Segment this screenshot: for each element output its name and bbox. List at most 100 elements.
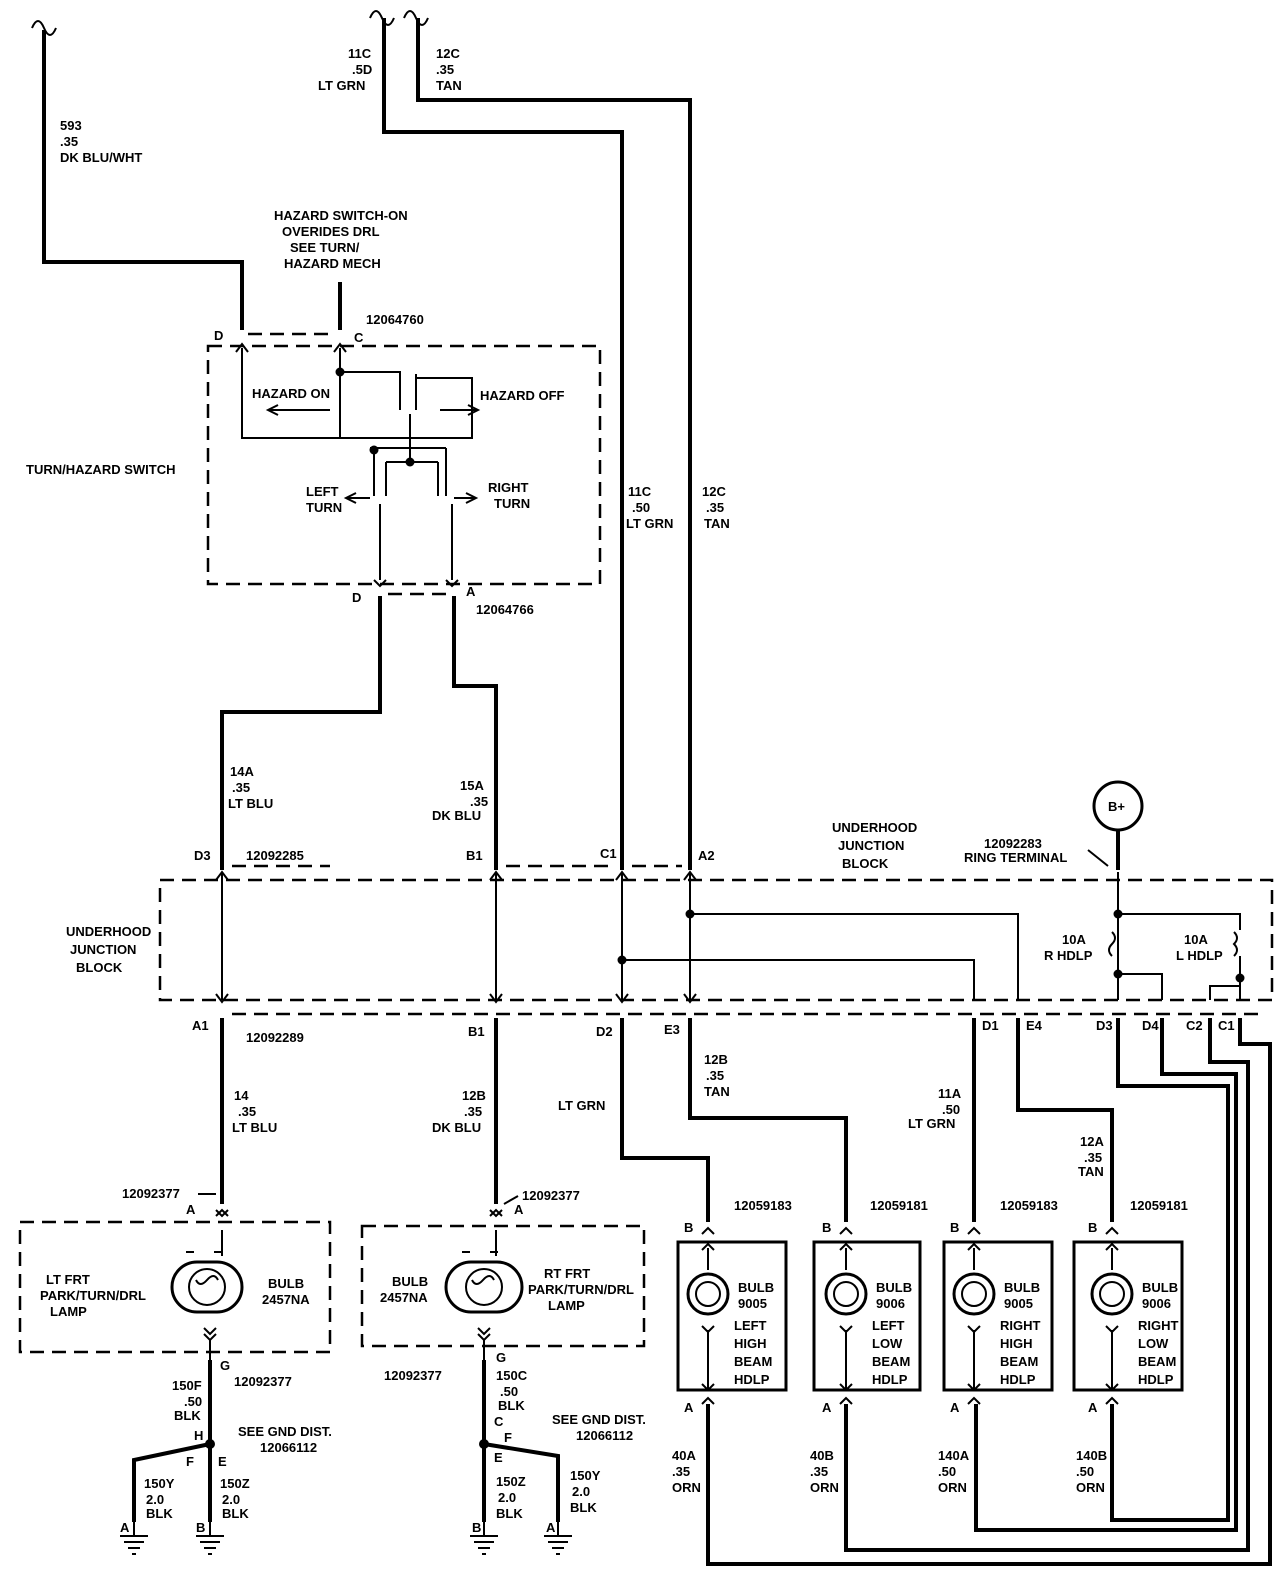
- headlamp-terminal-b: [1105, 1226, 1119, 1270]
- wire-12c-mid-label: 12C .35 TAN: [702, 484, 730, 531]
- svg-text:OVERIDES DRL: OVERIDES DRL: [282, 224, 380, 239]
- headlamp-1: 12059183BABULB9005LEFTHIGHBEAMHDLP40A.35…: [672, 1198, 792, 1495]
- headlamp-terminal-b: [701, 1226, 715, 1270]
- svg-text:RIGHT: RIGHT: [488, 480, 529, 495]
- svg-text:.35: .35: [470, 794, 488, 809]
- svg-text:DK BLU: DK BLU: [432, 808, 481, 823]
- rt-frt-lamp-box: [360, 1224, 646, 1348]
- svg-text:12092377: 12092377: [234, 1374, 292, 1389]
- headlamp-filament-icon: [961, 1281, 987, 1307]
- wire-12b-tan: [688, 1018, 848, 1222]
- junction-title-top: UNDERHOOD JUNCTION BLOCK: [832, 820, 917, 871]
- headlamp-wire-label: .50: [1076, 1464, 1094, 1479]
- wire-12b-dk-label: 12B .35 DK BLU: [432, 1088, 486, 1135]
- svg-text:BULB: BULB: [268, 1276, 304, 1291]
- svg-text:.35: .35: [60, 134, 78, 149]
- svg-text:E4: E4: [1026, 1018, 1043, 1033]
- svg-text:DK BLU: DK BLU: [432, 1120, 481, 1135]
- svg-text:12092377: 12092377: [384, 1368, 442, 1383]
- rt-ground-wires: [482, 1360, 560, 1522]
- svg-text:D4: D4: [1142, 1018, 1159, 1033]
- svg-text:G: G: [220, 1358, 230, 1373]
- wire-593-label: 593 .35 DK BLU/WHT: [60, 118, 142, 165]
- wire-14-label: 14 .35 LT BLU: [232, 1088, 277, 1135]
- headlamps-group: 12059183BABULB9005LEFTHIGHBEAMHDLP40A.35…: [672, 1198, 1188, 1495]
- svg-text:PARK/TURN/DRL: PARK/TURN/DRL: [528, 1282, 634, 1297]
- wire-14a-label: 14A .35 LT BLU: [228, 764, 273, 811]
- svg-text:C: C: [354, 330, 364, 345]
- svg-text:15A: 15A: [460, 778, 484, 793]
- wire-12b-tan-label: 12B .35 TAN: [704, 1052, 730, 1099]
- svg-text:TAN: TAN: [704, 516, 730, 531]
- svg-text:.35: .35: [464, 1104, 482, 1119]
- headlamp-pin-b: B: [822, 1220, 831, 1235]
- wire-11c: [382, 18, 624, 870]
- headlamp-name: LEFT: [872, 1318, 905, 1333]
- headlamp-bulb-label: 9006: [1142, 1296, 1171, 1311]
- svg-text:2.0: 2.0: [222, 1492, 240, 1507]
- svg-text:E: E: [218, 1454, 227, 1469]
- headlamp-3: 12059183BABULB9005RIGHTHIGHBEAMHDLP140A.…: [938, 1198, 1058, 1495]
- svg-text:C: C: [494, 1414, 504, 1429]
- svg-text:SEE GND DIST.: SEE GND DIST.: [552, 1412, 646, 1427]
- headlamp-name: LOW: [872, 1336, 903, 1351]
- svg-text:.35: .35: [436, 62, 454, 77]
- svg-text:LT BLU: LT BLU: [228, 796, 273, 811]
- svg-text:HAZARD MECH: HAZARD MECH: [284, 256, 381, 271]
- headlamp-name: BEAM: [1000, 1354, 1038, 1369]
- headlamp-bulb-label: BULB: [876, 1280, 912, 1295]
- svg-text:F: F: [504, 1430, 512, 1445]
- rt-lamp-bulb-icon: [444, 1208, 524, 1360]
- svg-text:SEE TURN/: SEE TURN/: [290, 240, 360, 255]
- svg-text:11C: 11C: [348, 46, 372, 61]
- svg-text:LT GRN: LT GRN: [626, 516, 673, 531]
- headlamp-wire-label: ORN: [1076, 1480, 1105, 1495]
- headlamp-connector-label: 12059183: [734, 1198, 792, 1213]
- svg-text:TAN: TAN: [704, 1084, 730, 1099]
- svg-text:A: A: [466, 584, 476, 599]
- svg-text:A2: A2: [698, 848, 715, 863]
- svg-text:BLOCK: BLOCK: [842, 856, 889, 871]
- svg-text:A: A: [514, 1202, 524, 1217]
- rt-lamp-name: RT FRT PARK/TURN/DRL LAMP: [528, 1266, 634, 1313]
- ring-terminal-label: 12092283 RING TERMINAL: [964, 836, 1109, 867]
- svg-text:.50: .50: [500, 1384, 518, 1399]
- headlamp-filament-icon: [833, 1281, 859, 1307]
- headlamp-bulb-label: BULB: [1004, 1280, 1040, 1295]
- headlamp-box: [1072, 1240, 1184, 1392]
- svg-text:BLK: BLK: [570, 1500, 597, 1515]
- wire-12c: [416, 18, 692, 870]
- headlamp-wire-label: 40A: [672, 1448, 696, 1463]
- svg-text:12092283: 12092283: [984, 836, 1042, 851]
- headlamp-name: RIGHT: [1138, 1318, 1179, 1333]
- lt-lamp-name: LT FRT PARK/TURN/DRL LAMP: [40, 1272, 146, 1319]
- hazard-off-label: HAZARD OFF: [480, 388, 565, 403]
- svg-text:150Y: 150Y: [144, 1476, 175, 1491]
- svg-text:DK BLU/WHT: DK BLU/WHT: [60, 150, 142, 165]
- svg-text:C2: C2: [1186, 1018, 1203, 1033]
- svg-text:R HDLP: R HDLP: [1044, 948, 1093, 963]
- switch-internal: [241, 348, 481, 588]
- svg-text:A: A: [546, 1520, 556, 1535]
- hazard-on-label: HAZARD ON: [252, 386, 330, 401]
- svg-text:150Z: 150Z: [496, 1474, 526, 1489]
- headlamp-name: BEAM: [1138, 1354, 1176, 1369]
- headlamp-name: HDLP: [1138, 1372, 1174, 1387]
- svg-text:10A: 10A: [1184, 932, 1208, 947]
- svg-text:RING TERMINAL: RING TERMINAL: [964, 850, 1067, 865]
- headlamp-pin-b: B: [950, 1220, 959, 1235]
- svg-text:D: D: [352, 590, 361, 605]
- svg-text:.35: .35: [232, 780, 250, 795]
- headlamp-name: HDLP: [734, 1372, 770, 1387]
- svg-text:C1: C1: [1218, 1018, 1235, 1033]
- svg-text:F: F: [186, 1454, 194, 1469]
- headlamp-bulb-label: 9006: [876, 1296, 905, 1311]
- wire-11a-label: 11A .50 LT GRN: [908, 1086, 962, 1131]
- svg-text:D: D: [214, 328, 223, 343]
- lt-lamp-connector-label: 12092377 A: [122, 1186, 216, 1217]
- svg-text:BLK: BLK: [174, 1408, 201, 1423]
- headlamp-pin-b: B: [1088, 1220, 1097, 1235]
- svg-text:B1: B1: [468, 1024, 485, 1039]
- headlamp-box: [942, 1240, 1054, 1392]
